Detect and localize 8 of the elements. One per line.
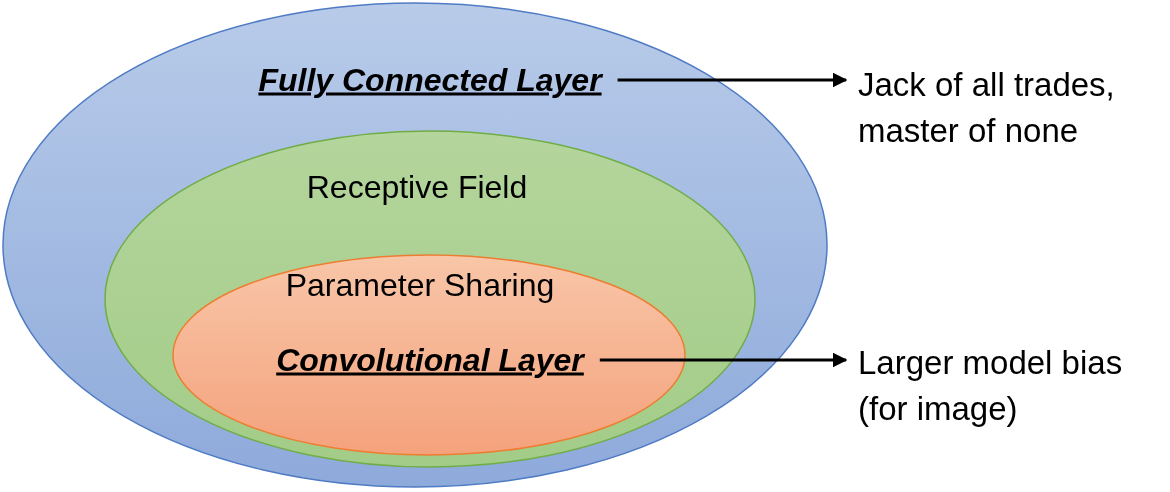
- arrow: [599, 352, 848, 368]
- annotation-text: Jack of all trades, master of none: [858, 62, 1158, 154]
- arrow: [617, 72, 848, 88]
- annotation-text: Larger model bias (for image): [858, 340, 1168, 432]
- feature-label: Parameter Sharing: [285, 266, 555, 304]
- feature-label: Receptive Field: [306, 168, 528, 206]
- layer-title: Fully Connected Layer: [258, 61, 602, 99]
- layer-title: Convolutional Layer: [276, 341, 584, 379]
